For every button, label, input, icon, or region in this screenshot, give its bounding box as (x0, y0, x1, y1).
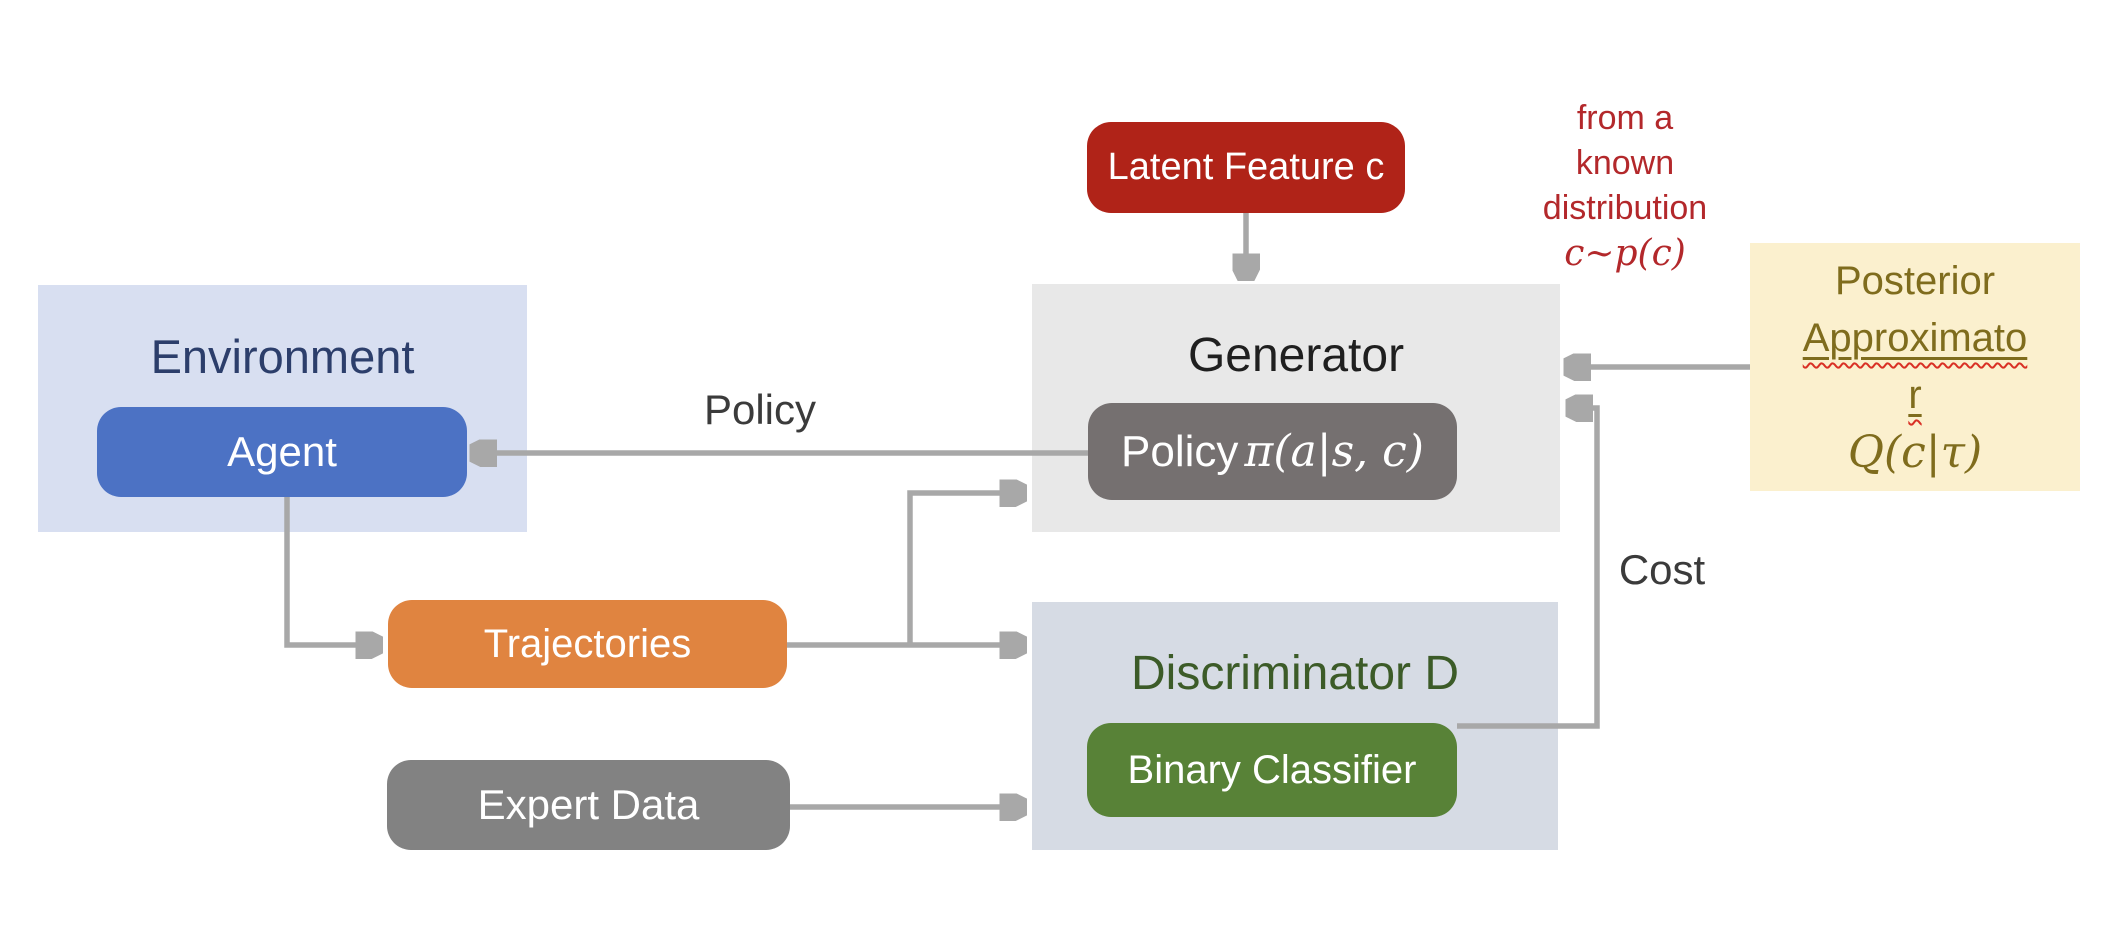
posterior-line-2-text: Approximato (1802, 316, 2028, 360)
binary-classifier-label: Binary Classifier (1127, 747, 1417, 792)
expert-data-chip: Expert Data (387, 760, 790, 850)
policy-chip-label: Policy (1121, 426, 1239, 476)
posterior-line-3: r (1750, 367, 2080, 424)
arrow-trajectories-to-generator (907, 493, 1024, 645)
discriminator-box: Discriminator D Binary Classifier (1032, 602, 1558, 850)
environment-box: Environment Agent (38, 285, 527, 532)
posterior-line-2: Approximato (1750, 310, 2080, 367)
agent-chip: Agent (97, 407, 467, 497)
latent-feature-chip: Latent Feature c (1087, 122, 1405, 213)
discriminator-title: Discriminator D (1130, 647, 1460, 700)
distribution-note-math: c∼p(c) (1564, 233, 1686, 274)
policy-chip: Policy π(a|s, c) (1088, 403, 1457, 500)
distribution-note-line-2: known (1575, 144, 1675, 182)
distribution-note-line-3: distribution (1542, 189, 1708, 227)
posterior-math-expression: Q(c|τ) (1847, 427, 1983, 478)
policy-edge-label: Policy (703, 386, 817, 433)
posterior-line-3-text: r (1908, 373, 1922, 417)
generator-title: Generator (1187, 329, 1405, 382)
posterior-line-1: Posterior (1834, 259, 1996, 303)
distribution-note-line-1: from a (1576, 99, 1674, 137)
environment-title: Environment (150, 330, 415, 383)
latent-feature-label: Latent Feature c (1107, 146, 1385, 188)
posterior-approximator-box: Posterior Approximato r Q(c|τ) (1750, 243, 2080, 491)
binary-classifier-chip: Binary Classifier (1087, 723, 1457, 817)
expert-data-label: Expert Data (477, 781, 700, 828)
distribution-note: from a known distribution c∼p(c) (1519, 96, 1731, 276)
trajectories-label: Trajectories (483, 621, 692, 666)
generator-box: Generator Policy π(a|s, c) (1032, 284, 1560, 532)
cost-edge-label: Cost (1618, 546, 1706, 593)
policy-math-expression: π(a|s, c) (1244, 426, 1424, 477)
agent-label: Agent (227, 428, 337, 475)
trajectories-chip: Trajectories (388, 600, 787, 688)
